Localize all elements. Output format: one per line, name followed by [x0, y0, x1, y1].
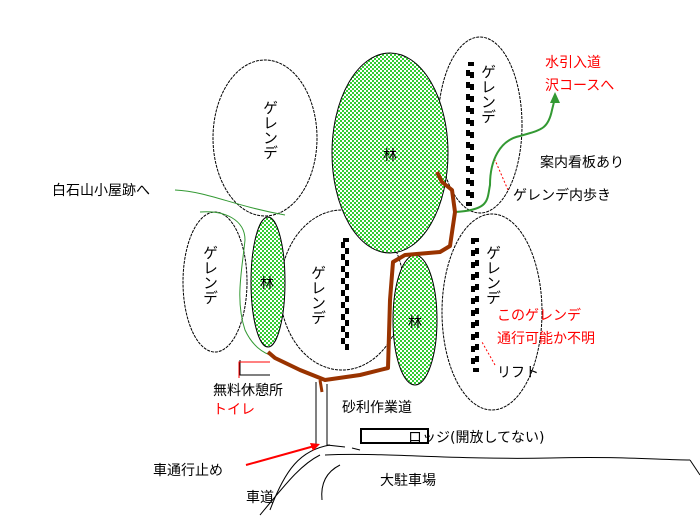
- trail-main: [266, 171, 457, 382]
- slope-walk-pointer: [494, 159, 509, 191]
- lodge-box: [360, 428, 429, 444]
- label-mizuhiki-1: 水引入道: [545, 55, 601, 71]
- label-gravel-road: 砂利作業道: [342, 400, 412, 416]
- trail-slope-walk: [454, 97, 556, 213]
- forest-label: 林: [260, 276, 274, 292]
- rest-house-pointer: [238, 361, 270, 378]
- forest-label: 林: [408, 315, 422, 331]
- trail-shiraishi: [174, 189, 286, 356]
- label-mizuhiki-2: 沢コースへ: [545, 78, 614, 94]
- label-no-cars: 車通行止め: [153, 462, 223, 479]
- label-lodge: ロッジ(開放してない): [408, 430, 545, 446]
- label-rest-house: 無料休憩所: [213, 382, 283, 399]
- label-shiraishi: 白石山小屋跡へ: [52, 183, 150, 199]
- label-toilet: トイレ: [213, 402, 255, 418]
- arrow-head-icon: [550, 92, 560, 103]
- slope-top-left: [212, 59, 318, 217]
- no-cars-arrow: [245, 444, 319, 466]
- lift-lines: [341, 62, 479, 372]
- slope-label: ゲレンデ: [479, 64, 497, 124]
- slope-label: ゲレンデ: [261, 100, 279, 160]
- label-unknown-2: 通行可能か不明: [497, 331, 595, 347]
- forest-big: [331, 52, 449, 254]
- label-parking: 大駐車場: [380, 472, 436, 489]
- slope-label: ゲレンデ: [201, 245, 219, 305]
- lift-pointer: [481, 341, 496, 366]
- label-lift: リフト: [497, 365, 539, 381]
- label-slope-walk: ゲレンデ内歩き: [513, 187, 611, 204]
- label-signboard: 案内看板あり: [540, 154, 624, 171]
- slope-label: ゲレンデ: [484, 245, 502, 305]
- label-road: 車道: [246, 489, 274, 506]
- forest-label: 林: [383, 148, 397, 164]
- forest-left: [250, 216, 286, 348]
- slope-right: [441, 213, 543, 411]
- slope-label: ゲレンデ: [309, 265, 327, 325]
- roads: [239, 360, 700, 516]
- label-unknown-1: このゲレンデ: [497, 307, 581, 324]
